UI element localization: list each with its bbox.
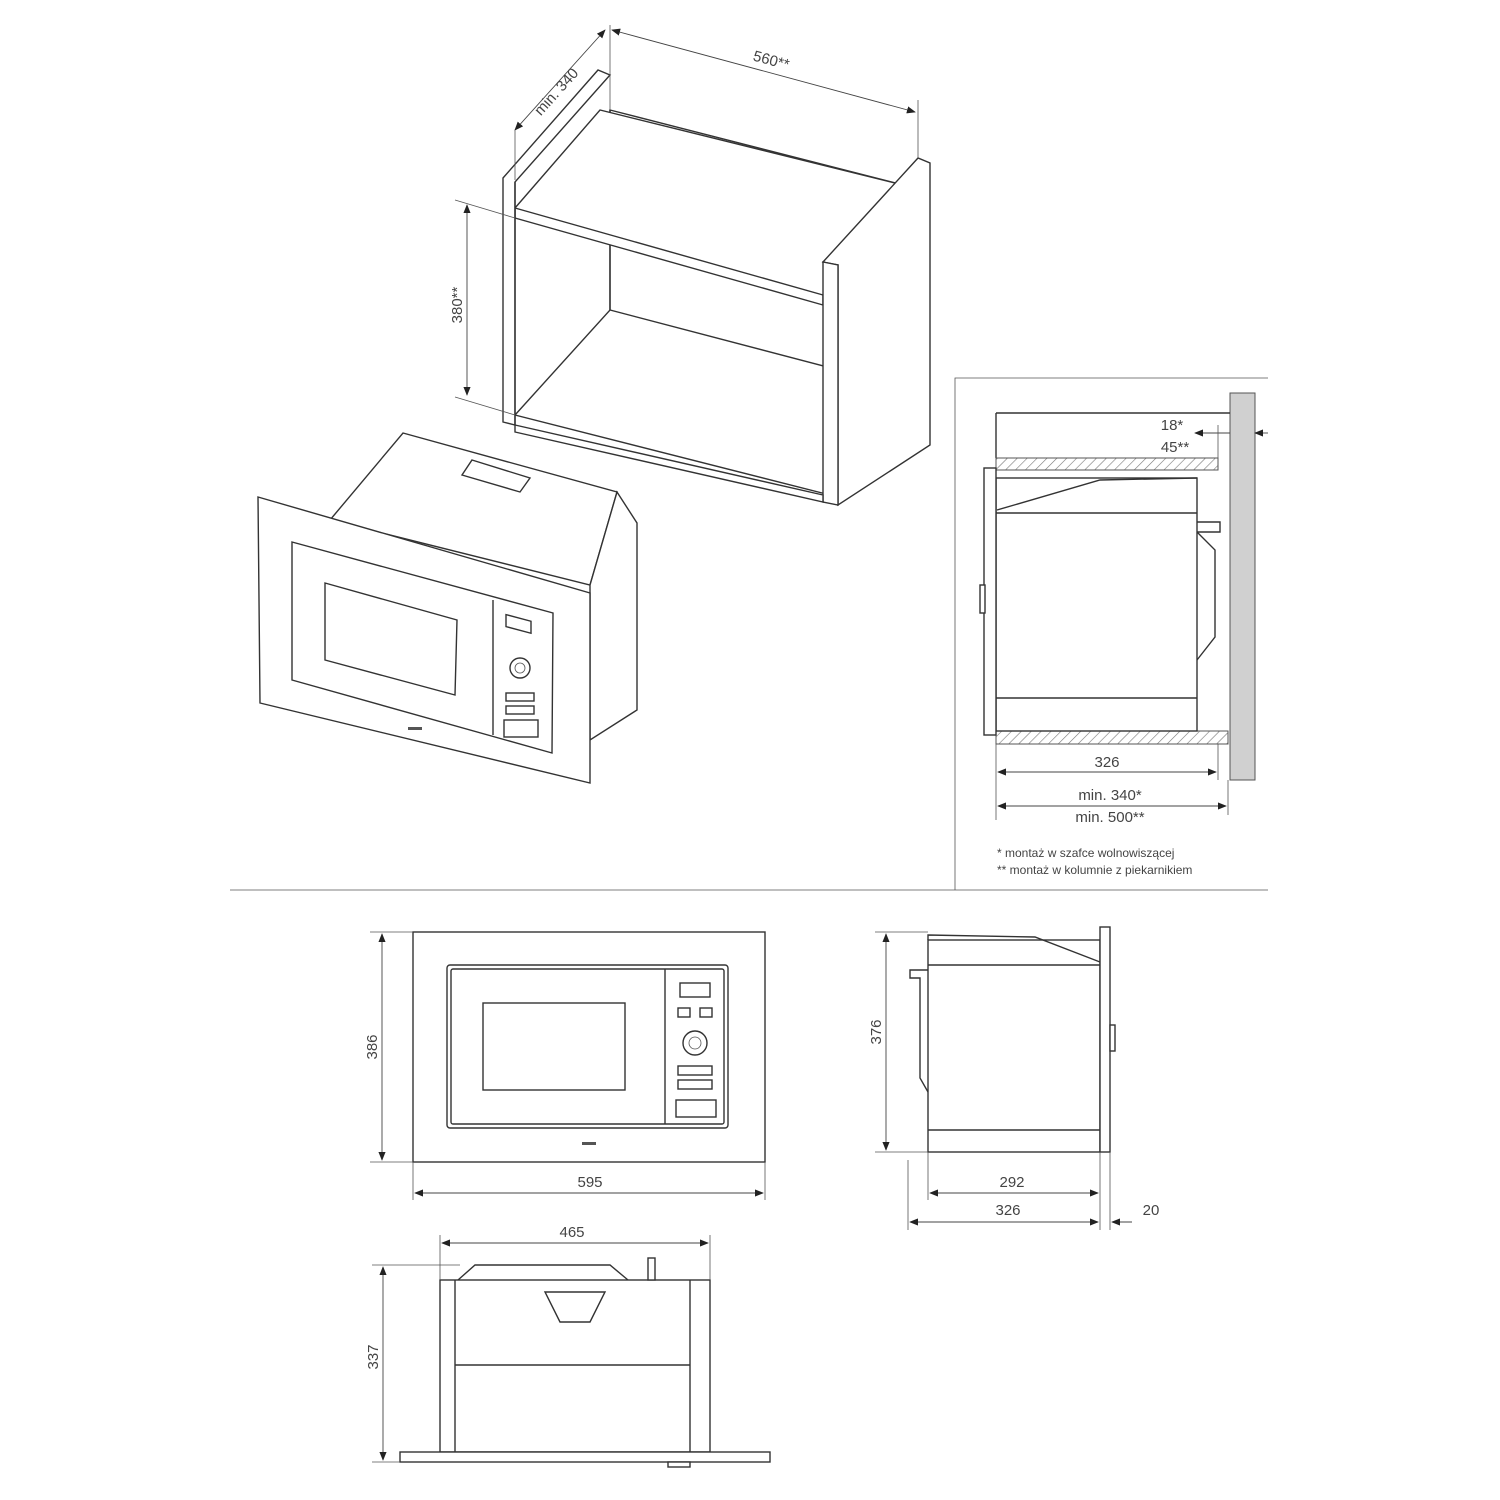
knob-center — [514, 662, 526, 674]
button — [677, 1007, 691, 1018]
shelf-front-edge — [514, 207, 824, 296]
cabinet-height-label: 380** — [449, 286, 466, 323]
depth-label: 337 — [365, 1344, 382, 1369]
display — [679, 982, 711, 998]
top-shelf-hatched — [995, 457, 1219, 471]
side-top-slope — [927, 934, 1101, 963]
top-hump — [457, 1264, 629, 1281]
door-button — [503, 719, 539, 738]
width-dimension-line — [611, 28, 916, 114]
microwave-isometric — [257, 432, 638, 784]
side-back-vent — [909, 969, 929, 1093]
section-frame — [954, 377, 1268, 890]
top-handle — [667, 1461, 691, 1468]
wall — [1229, 392, 1256, 781]
door-handle — [979, 584, 986, 614]
vent-handle — [543, 1291, 607, 1323]
extension-line — [454, 396, 516, 416]
width-label: 465 — [559, 1224, 584, 1241]
installation-section-view: 18* 45** 326 min. 340* min. 500** * mont… — [979, 392, 1268, 877]
display — [505, 613, 532, 635]
height-label: 376 — [868, 1019, 885, 1044]
side-view: 376 292 326 20 — [868, 926, 1160, 1230]
top-connector — [647, 1257, 656, 1281]
cabinet-isometric: min. 340 560** 380** — [449, 25, 931, 507]
depth-dimension-line — [514, 29, 606, 131]
control-knob — [682, 1030, 708, 1056]
height-label: 386 — [364, 1034, 381, 1059]
door-button — [675, 1099, 717, 1118]
width-label: 595 — [577, 1174, 602, 1191]
microwave-window — [324, 582, 458, 696]
button — [677, 1079, 713, 1090]
brand-logo — [408, 727, 422, 730]
gap-label-2: 45** — [1161, 439, 1190, 456]
min-depth-label-1: min. 340* — [1078, 787, 1142, 804]
cabinet-front-bottom-edge — [514, 424, 824, 503]
back-bracket — [1197, 521, 1221, 533]
control-buttons — [505, 705, 535, 715]
footnote-1: * montaż w szafce wolnowiszącej — [997, 846, 1174, 860]
microwave-body-section — [995, 477, 1198, 732]
frame-section — [983, 467, 997, 736]
microwave-body-side — [589, 490, 638, 742]
button — [699, 1007, 713, 1018]
front-view: 386 595 — [364, 931, 766, 1200]
control-buttons — [505, 692, 535, 702]
vent-handle — [460, 459, 532, 493]
front-window — [482, 1002, 626, 1091]
knob-center — [688, 1036, 702, 1050]
top-view: 465 337 — [365, 1224, 771, 1468]
top-frame — [399, 1451, 771, 1463]
right-panel-front-edge — [822, 261, 839, 506]
depth-label: 326 — [1094, 754, 1119, 771]
extension-line — [454, 199, 516, 219]
body-top-slope — [996, 477, 1198, 511]
control-knob — [509, 657, 531, 679]
footnote-2: ** montaż w kolumnie z piekarnikiem — [997, 863, 1192, 877]
bottom-shelf-hatched — [995, 730, 1229, 745]
side-body — [927, 939, 1101, 1153]
gap-label-1: 18* — [1161, 417, 1184, 434]
brand-logo — [582, 1142, 596, 1145]
total-depth-label: 326 — [995, 1202, 1020, 1219]
back-vent — [1196, 531, 1216, 661]
min-depth-label-2: min. 500** — [1075, 809, 1144, 826]
side-frame — [1099, 926, 1111, 1153]
button — [677, 1065, 713, 1076]
body-depth-label: 292 — [999, 1174, 1024, 1191]
side-handle — [1109, 1024, 1116, 1052]
frame-label: 20 — [1143, 1202, 1160, 1219]
